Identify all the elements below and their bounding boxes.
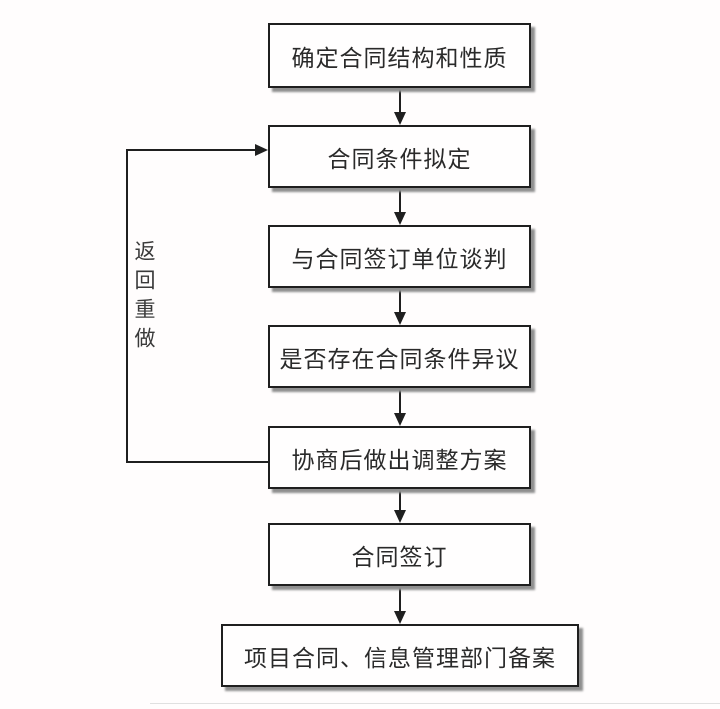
arrow-node5-to-node6 — [394, 489, 406, 523]
node-determine-contract-structure: 确定合同结构和性质 — [268, 23, 531, 88]
node-make-adjustment-plan: 协商后做出调整方案 — [268, 426, 531, 489]
node-label: 与合同签订单位谈判 — [291, 246, 508, 273]
node-label: 项目合同、信息管理部门备案 — [244, 645, 556, 672]
loop-edge-return-redo — [126, 144, 268, 463]
node-file-with-departments: 项目合同、信息管理部门备案 — [221, 624, 579, 687]
return-redo-label: 返回重做 — [132, 240, 156, 356]
node-label: 合同条件拟定 — [327, 146, 472, 173]
arrow-node4-to-node5 — [394, 388, 406, 426]
arrow-node6-to-node7 — [394, 586, 406, 624]
node-draft-contract-terms: 合同条件拟定 — [268, 125, 531, 188]
node-label: 合同签订 — [351, 544, 448, 571]
bottom-edge-artifact — [150, 703, 720, 704]
arrow-node3-to-node4 — [394, 288, 406, 325]
node-label: 确定合同结构和性质 — [291, 45, 508, 72]
arrow-node2-to-node3 — [394, 188, 406, 225]
node-label: 协商后做出调整方案 — [291, 447, 508, 474]
node-sign-contract: 合同签订 — [268, 523, 531, 586]
arrow-node1-to-node2 — [394, 88, 406, 125]
node-check-term-objections: 是否存在合同条件异议 — [268, 325, 531, 388]
node-negotiate-with-signing-party: 与合同签订单位谈判 — [268, 225, 531, 288]
node-label: 是否存在合同条件异议 — [279, 346, 520, 373]
